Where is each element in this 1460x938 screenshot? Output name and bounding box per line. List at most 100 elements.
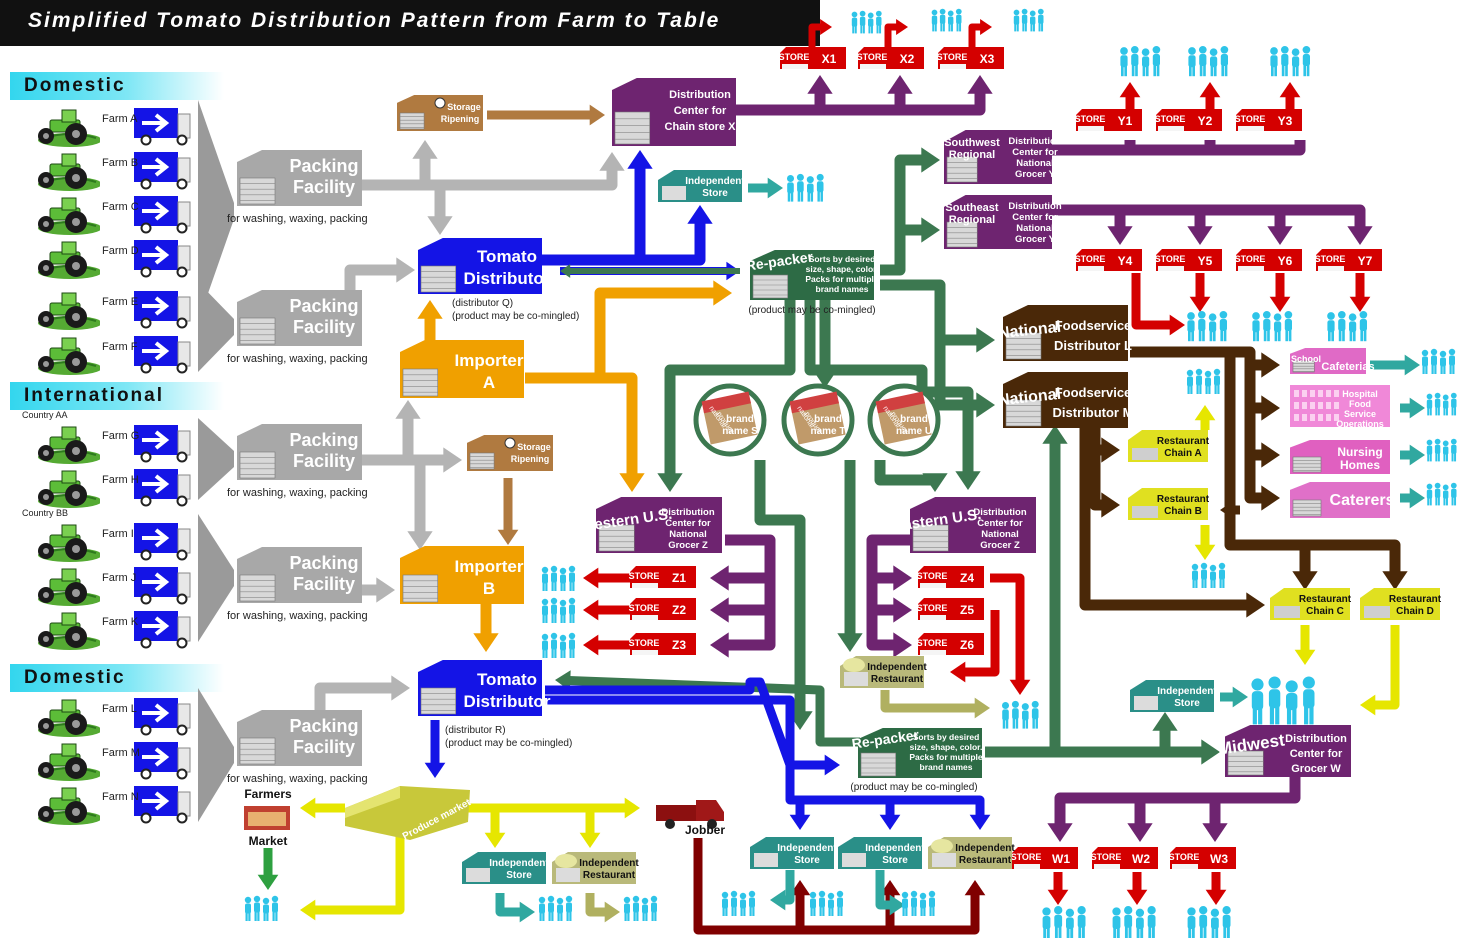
tractor-icon <box>37 292 100 331</box>
flow-distr-produce <box>424 720 446 778</box>
independent-line1: Independent <box>867 662 927 673</box>
country-bb: Country BB <box>22 508 68 518</box>
truck-icon <box>132 740 192 780</box>
store-word: STORE <box>1011 852 1042 862</box>
hospital-line: Food <box>1349 399 1371 409</box>
flow-western-z1 <box>710 534 776 591</box>
jobber-label: Jobber <box>685 823 725 837</box>
farm-label: Farm H <box>102 474 139 486</box>
flow-importerA-repacker <box>525 280 732 384</box>
store-code: W1 <box>1052 852 1070 866</box>
packing-line1: Packing <box>289 156 358 176</box>
flow-foodM-chainC <box>1079 420 1265 618</box>
independent-line2: Restaurant <box>871 674 924 685</box>
flow-y1-consumers <box>1119 82 1141 113</box>
flow-repacker-brandT <box>812 300 838 388</box>
importer-a-code: A <box>483 373 495 392</box>
brand-word: brand <box>726 414 754 425</box>
produce-market: Produce market <box>345 786 473 842</box>
flow-sw-y <box>1050 140 1306 156</box>
midwest-line2: Center for <box>1290 748 1343 760</box>
flow-western-z2 <box>710 578 776 623</box>
store-word: STORE <box>1075 254 1106 264</box>
repacker2-desc: Sorts by desired <box>913 732 980 742</box>
packing-line1: Packing <box>289 430 358 450</box>
flow-repacker-foodL <box>880 279 995 353</box>
store-word: STORE <box>1155 114 1186 124</box>
store-word: STORE <box>1169 852 1200 862</box>
funnel-1 <box>198 100 234 322</box>
flow-repacker2-foodM <box>985 425 1068 758</box>
repacker-desc: Sorts by desired <box>809 254 876 264</box>
packing-line2: Facility <box>293 737 355 757</box>
flow-w2-consumers <box>1126 872 1148 905</box>
flow-indstore2-consumers2 <box>770 870 795 911</box>
tractor-icon <box>37 699 100 738</box>
chain-line2: Chain B <box>1164 506 1202 517</box>
store-word: STORE <box>1235 114 1266 124</box>
chain-line1: Restaurant <box>1389 594 1442 605</box>
truck-icon <box>132 521 192 561</box>
chain-line1: Restaurant <box>1157 436 1210 447</box>
se-line2: Regional <box>949 214 995 226</box>
store-code: Y5 <box>1198 254 1213 268</box>
distr-line2: Distributor <box>464 692 551 711</box>
store-word: STORE <box>629 603 660 613</box>
distr-line1: Tomato <box>477 670 537 689</box>
storage-line2: Ripening <box>511 454 550 464</box>
flow-z4-consumers <box>990 573 1031 695</box>
store-code: Z3 <box>672 638 686 652</box>
flow-x-consumers <box>884 18 908 47</box>
repacker-desc: size, shape, color. <box>806 264 879 274</box>
tractor-icon <box>37 197 100 236</box>
flow-eastern-z4 <box>866 534 912 591</box>
consumers-icon <box>541 565 576 591</box>
packing-line1: Packing <box>289 716 358 736</box>
flow-se-y5 <box>1187 210 1213 245</box>
flow-indrest-consumers <box>880 690 990 719</box>
independent-line1: Independent <box>955 843 1015 854</box>
store-code: Z6 <box>960 638 974 652</box>
midwest-line1: Distribution <box>1285 733 1347 745</box>
western-desc: National <box>669 529 706 540</box>
flow-se-y4 <box>1107 210 1133 245</box>
brand-name: name S <box>722 426 758 437</box>
consumers-icon <box>1270 45 1311 77</box>
flow-foodM-chainB <box>1089 450 1120 518</box>
packing-line2: Facility <box>293 317 355 337</box>
se-desc: National <box>1016 223 1053 234</box>
flow-y3-consumers <box>1279 82 1301 113</box>
flow-dcx-x2 <box>820 75 913 116</box>
tractor-icon <box>37 241 100 280</box>
flow-repacker-southwest <box>880 147 940 276</box>
independent-line2: Restaurant <box>583 870 636 881</box>
consumers-icon <box>541 632 576 658</box>
caterers-label: Caterers <box>1330 492 1395 509</box>
flow-chainC-consumers <box>1294 625 1316 665</box>
truck-icon <box>132 238 192 278</box>
store-word: STORE <box>1235 254 1266 264</box>
funnel-3 <box>198 418 234 500</box>
truck-icon <box>132 194 192 234</box>
repacker-desc: brand names <box>816 284 869 294</box>
farm-label: Farm J <box>102 572 136 584</box>
flow-jobber-indrest <box>890 880 986 935</box>
flow-storage-dcx <box>487 104 605 126</box>
consumers-icon <box>623 895 658 921</box>
flow-importerA-distq <box>417 300 443 342</box>
flow-produce-indrest <box>579 808 601 848</box>
repacker-desc: Packs for multiple <box>805 274 878 284</box>
sw-desc: Center for <box>1012 147 1058 158</box>
store-code: Z1 <box>672 571 686 585</box>
